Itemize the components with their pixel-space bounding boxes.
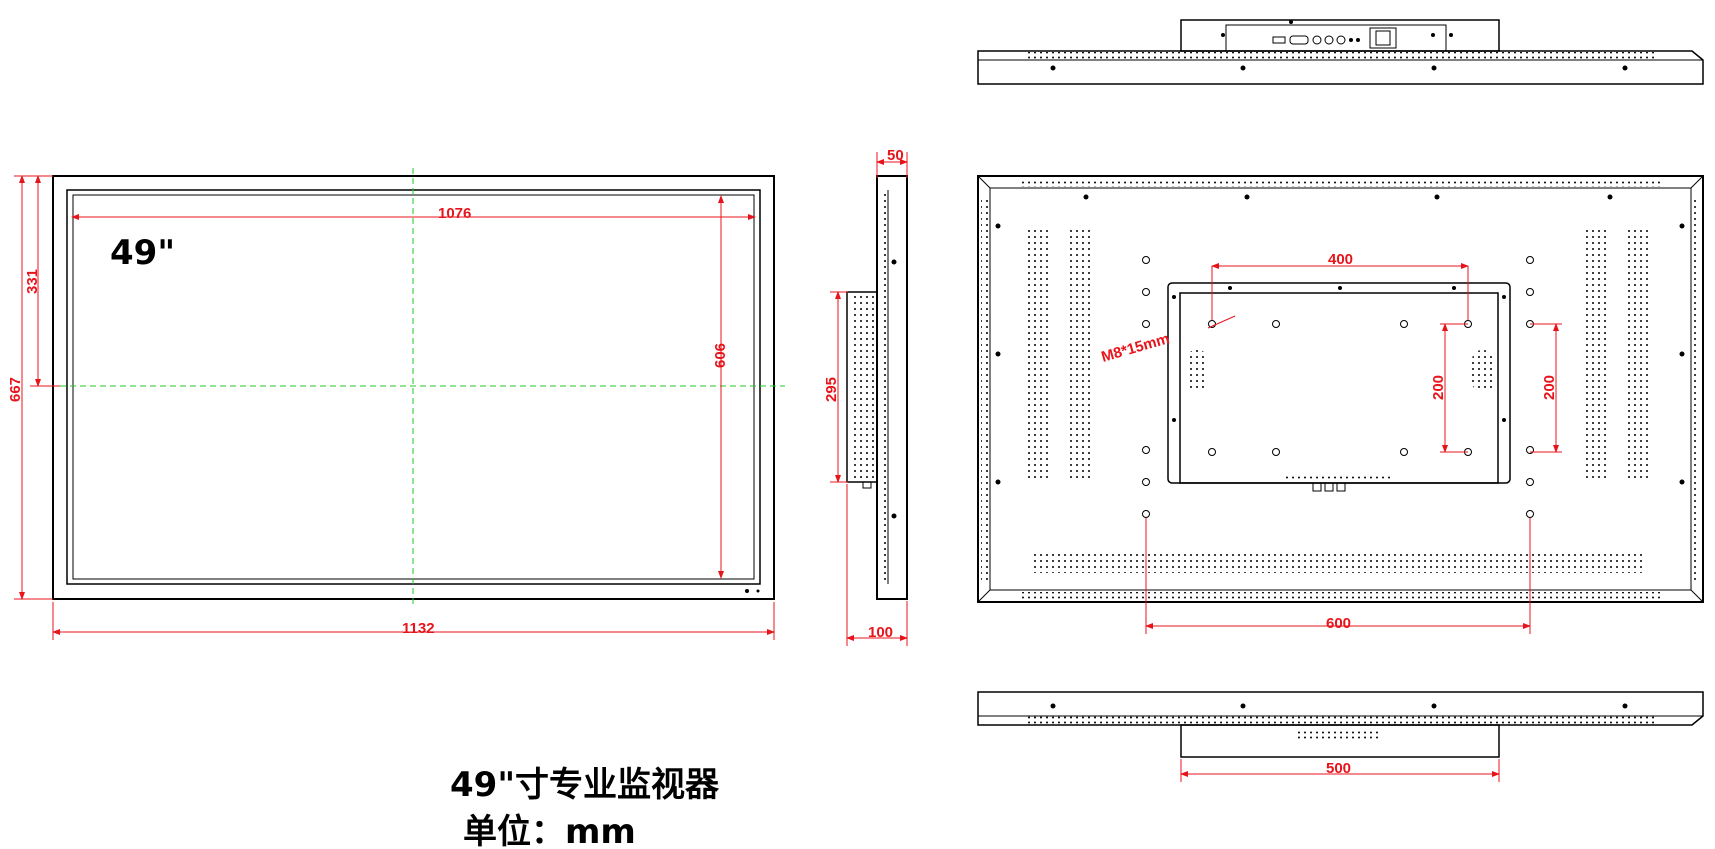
unit-label: 单位：mm xyxy=(463,812,636,849)
dim-overall-width: 1132 xyxy=(402,620,435,637)
screw-spec-label: M8*15mm xyxy=(1099,330,1171,366)
dim-box-height: 295 xyxy=(823,377,840,402)
dim-overall-height: 667 xyxy=(7,377,24,402)
dim-vesa-600: 600 xyxy=(1326,615,1351,632)
dim-active-width: 1076 xyxy=(438,205,471,222)
dim-half-height: 331 xyxy=(24,269,41,294)
front-view: 49" 1076 1132 606 667 331 xyxy=(7,168,785,640)
side-view: 50 100 295 xyxy=(823,147,908,646)
dim-vesa-200-right: 200 xyxy=(1541,375,1558,400)
back-view: 400 600 200 200 M8*15mm xyxy=(977,175,1704,634)
dim-box-width: 500 xyxy=(1326,760,1351,777)
dim-depth-top: 50 xyxy=(887,147,904,164)
dim-active-height: 606 xyxy=(712,343,729,368)
screen-size-label: 49" xyxy=(110,233,175,273)
top-view xyxy=(977,19,1704,85)
dim-vesa-200-left: 200 xyxy=(1430,375,1447,400)
dim-vesa-400: 400 xyxy=(1328,251,1353,268)
drawing-title: 49"寸专业监视器 xyxy=(450,765,720,805)
dim-depth-total: 100 xyxy=(868,624,893,641)
bottom-view: 500 xyxy=(977,691,1704,782)
